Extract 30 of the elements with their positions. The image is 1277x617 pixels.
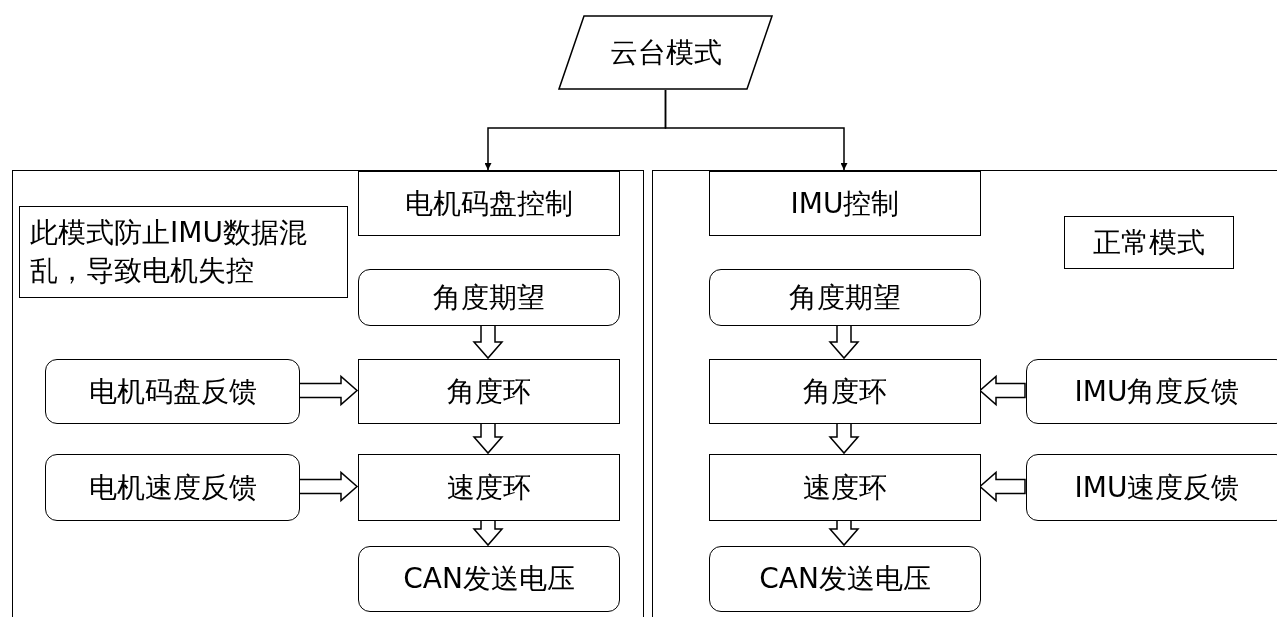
hollow-arrow <box>828 324 860 360</box>
process-box: 电机码盘控制 <box>358 171 620 236</box>
rounded-box: IMU角度反馈 <box>1026 359 1277 424</box>
rounded-box: 电机速度反馈 <box>45 454 300 521</box>
process-box: 正常模式 <box>1064 216 1234 269</box>
hollow-arrow <box>978 470 1026 503</box>
note-box: 此模式防止IMU数据混乱，导致电机失控 <box>19 206 348 298</box>
process-box: 速度环 <box>709 454 981 521</box>
hollow-arrow <box>472 324 504 360</box>
process-box: 角度环 <box>358 359 620 424</box>
arrow <box>664 89 848 171</box>
hollow-arrow <box>298 470 359 503</box>
rounded-box: CAN发送电压 <box>358 546 620 612</box>
rounded-box: IMU速度反馈 <box>1026 454 1277 521</box>
process-box: 速度环 <box>358 454 620 521</box>
hollow-arrow <box>472 519 504 547</box>
hollow-arrow <box>298 374 359 407</box>
rounded-box: 角度期望 <box>358 269 620 326</box>
panel-box <box>12 170 644 617</box>
panel-box <box>652 170 1277 617</box>
hollow-arrow <box>472 422 504 455</box>
process-box: IMU控制 <box>709 171 981 236</box>
hollow-arrow <box>978 374 1026 407</box>
hollow-arrow <box>828 422 860 455</box>
rounded-box: 电机码盘反馈 <box>45 359 300 424</box>
mode-parallelogram: 云台模式 <box>558 15 773 90</box>
hollow-arrow <box>828 519 860 547</box>
process-box: 角度环 <box>709 359 981 424</box>
rounded-box: 角度期望 <box>709 269 981 326</box>
rounded-box: CAN发送电压 <box>709 546 981 612</box>
